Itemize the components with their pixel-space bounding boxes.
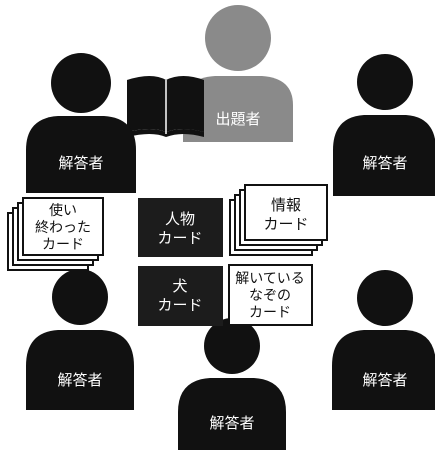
- dog-card-line-2: カード: [157, 296, 202, 314]
- person-card-face: [138, 198, 223, 257]
- solver-bottom-right: 解答者: [332, 270, 435, 410]
- solver-label: 解答者: [209, 414, 254, 432]
- solver-body: [26, 116, 136, 193]
- questioner-body: [183, 76, 293, 142]
- solver-label: 解答者: [57, 371, 102, 389]
- solver-label: 解答者: [58, 154, 103, 172]
- solver-head: [52, 269, 108, 325]
- solver-body: [332, 330, 435, 410]
- dog-card-line-1: 犬: [172, 277, 187, 295]
- person-card-line-2: カード: [157, 229, 202, 247]
- open-book-icon: [127, 76, 204, 137]
- solver-body: [333, 115, 435, 196]
- used-cards-stack: 使い 終わった カード: [7, 197, 104, 271]
- solver-bottom-center: 解答者: [178, 318, 286, 450]
- questioner-head: [205, 5, 271, 71]
- questioner-figure: 出題者: [183, 5, 293, 142]
- mystery-card: 解いている なぞの カード: [228, 264, 313, 326]
- info-card-line-1: 情報: [271, 196, 301, 214]
- solver-body: [178, 378, 286, 450]
- mystery-card-line-1: 解いている: [235, 271, 305, 287]
- used-card-line-1: 使い: [49, 202, 77, 219]
- solver-head: [51, 53, 111, 113]
- solver-head: [357, 270, 413, 326]
- solver-head: [204, 318, 260, 374]
- person-card-line-1: 人物: [165, 210, 195, 228]
- solver-top-left: 解答者: [26, 53, 136, 193]
- solver-label: 解答者: [362, 154, 407, 172]
- used-card-line-3: カード: [42, 237, 84, 253]
- solver-label: 解答者: [362, 371, 407, 389]
- solver-body: [26, 330, 134, 410]
- used-card: [22, 197, 104, 256]
- mystery-card-line-2: なぞの: [249, 288, 291, 304]
- info-card-line-2: カード: [263, 215, 308, 233]
- info-cards-stack: 情報 カード: [229, 184, 328, 256]
- dog-card-face: [138, 266, 223, 326]
- info-card: [244, 184, 328, 241]
- solver-top-right: 解答者: [333, 54, 435, 196]
- questioner-label: 出題者: [215, 110, 260, 128]
- used-card-line-2: 終わった: [35, 220, 91, 236]
- solver-head: [357, 54, 413, 110]
- solver-bottom-left: 解答者: [26, 269, 134, 410]
- mystery-card-line-3: カード: [249, 305, 291, 321]
- dog-card: 犬 カード: [138, 266, 223, 326]
- mystery-card-face: [228, 264, 313, 326]
- person-card: 人物 カード: [138, 198, 223, 257]
